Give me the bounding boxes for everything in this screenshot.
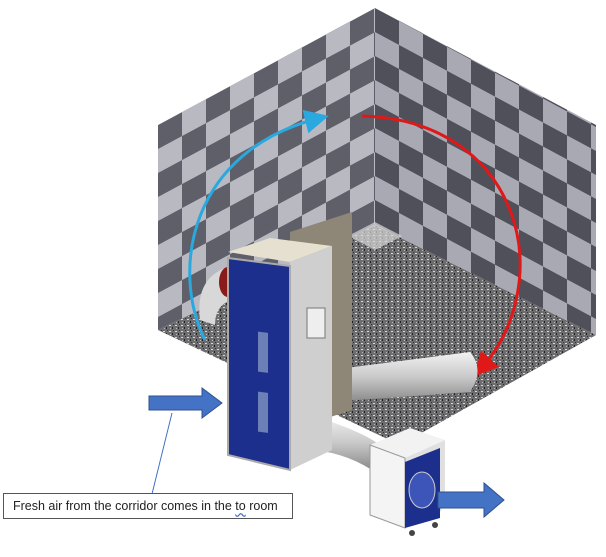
caption-text-end: room bbox=[245, 499, 278, 513]
portable-unit-front bbox=[369, 444, 406, 529]
exhaust-out-arrow bbox=[437, 481, 505, 519]
callout-line bbox=[151, 412, 173, 495]
fresh-air-in-arrow bbox=[148, 387, 223, 419]
warm-airflow-arrow bbox=[361, 114, 522, 377]
caption-text: Fresh air from the corridor comes in the bbox=[13, 499, 236, 513]
caption-flagged-word: to bbox=[235, 499, 246, 513]
unit-top bbox=[228, 238, 332, 262]
unit-side bbox=[290, 246, 332, 470]
right-wall bbox=[375, 8, 596, 335]
caption-box: Fresh air from the corridor comes in the… bbox=[3, 493, 293, 519]
cool-airflow-arrow bbox=[188, 109, 329, 341]
return-duct bbox=[330, 352, 478, 402]
